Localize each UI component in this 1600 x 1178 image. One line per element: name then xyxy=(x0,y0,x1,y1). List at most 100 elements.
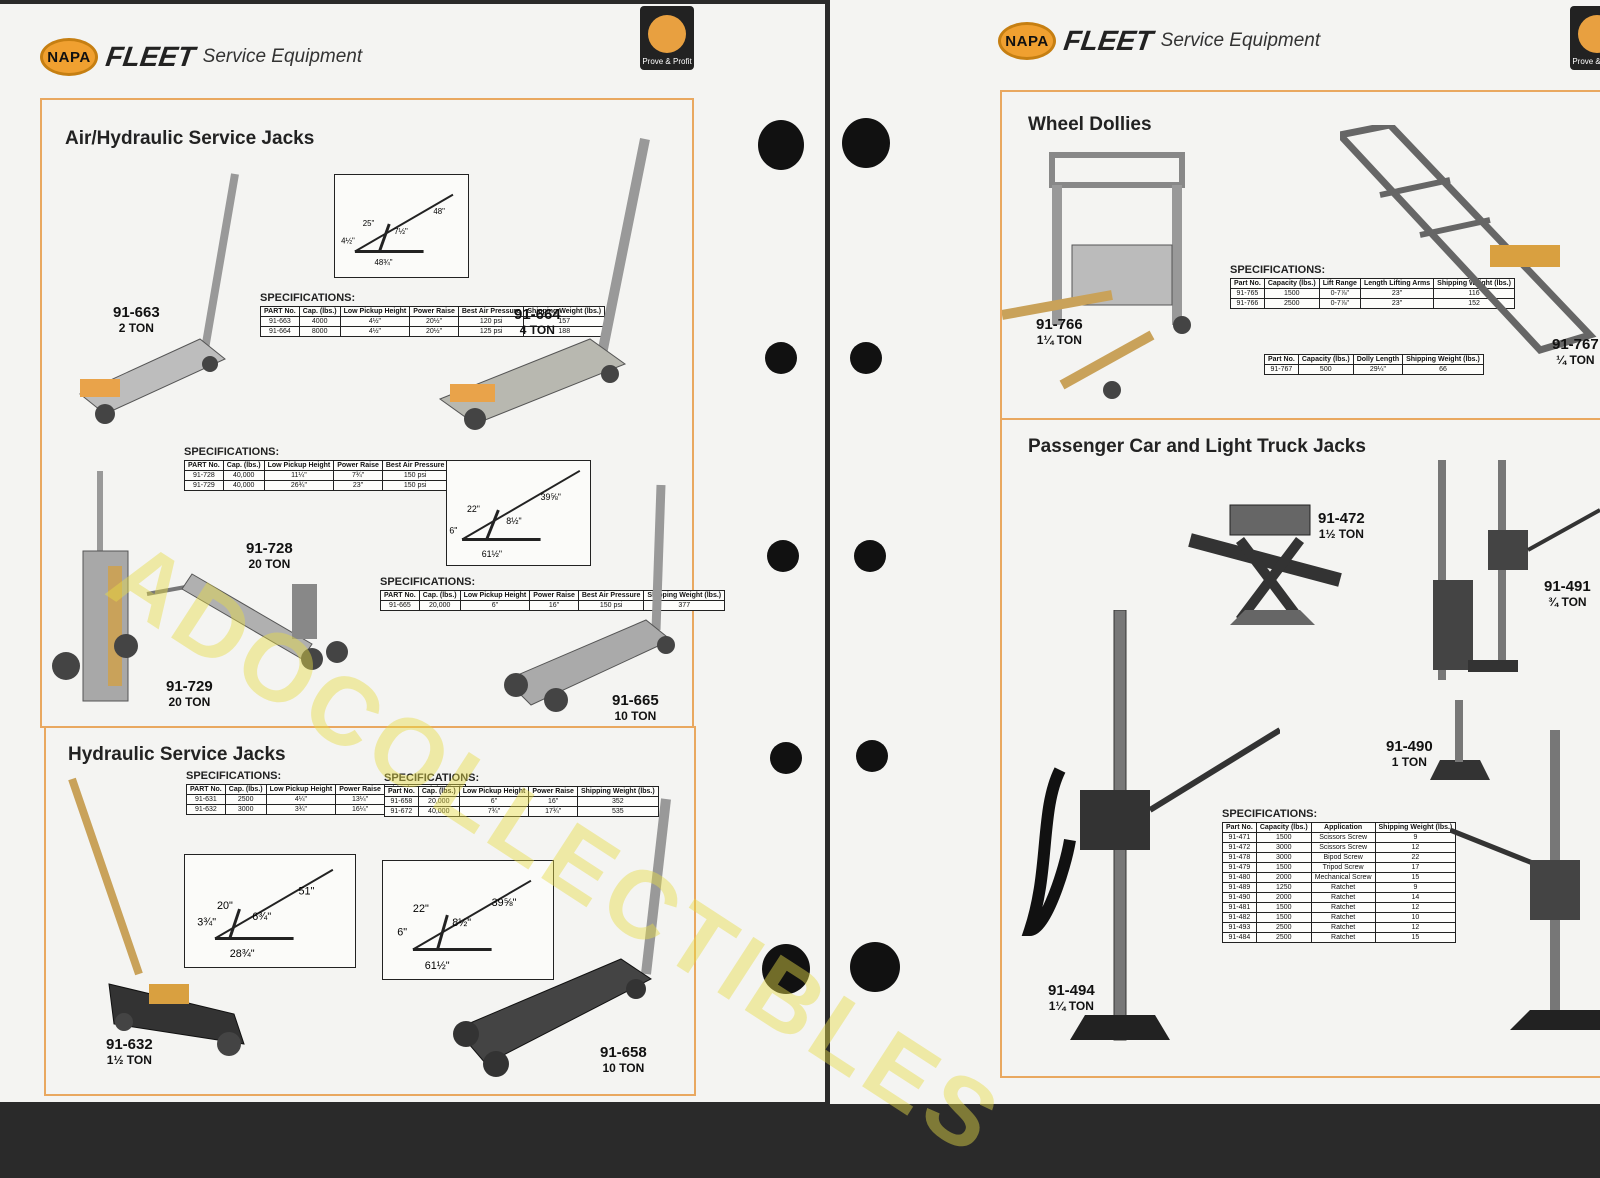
table-cell: 17 xyxy=(1374,862,1457,873)
table-cell: 23" xyxy=(1359,298,1435,309)
table-cell: 16" xyxy=(529,600,579,611)
jack-91-665-image xyxy=(504,484,675,712)
jack-91-658-image xyxy=(453,798,671,1077)
dimension-diagram-658: 22" 8½" 6" 39⅝" 61½" xyxy=(382,860,554,980)
table-cell: 20½" xyxy=(409,326,459,337)
table-cell: 4¼" xyxy=(265,794,337,805)
hydraulic-panel xyxy=(44,726,696,1096)
table-cell: 2500 xyxy=(1255,922,1312,933)
diag2-dim-b: 8½" xyxy=(506,516,521,526)
prove-profit-badge: Prove & Profit xyxy=(640,6,694,70)
table-cell: 10 xyxy=(1374,912,1457,923)
part-label-91-472: 91-472 1½ TON xyxy=(1318,510,1365,541)
table-cell: 6" xyxy=(459,600,531,611)
table-cell: 91-665 xyxy=(380,600,420,611)
diag2-dim-e: 61½" xyxy=(482,549,502,559)
dimension-diagram-663: 25" 7½" 4½" 48" 48¾" xyxy=(334,174,469,278)
table-cell: Scissors Screw xyxy=(1310,832,1376,843)
napa-logo: NAPA xyxy=(998,22,1056,60)
binder-hole xyxy=(758,120,804,170)
header-subtitle: Service Equipment xyxy=(202,46,363,67)
diag3-dim-a: 20" xyxy=(217,900,233,912)
table-cell: 66 xyxy=(1402,364,1484,375)
table-cell: 91-766 xyxy=(1230,298,1265,309)
table-cell: 91-728 xyxy=(184,470,224,481)
spec-label-dollies: SPECIFICATIONS: xyxy=(1230,264,1326,276)
table-cell: Ratchet xyxy=(1310,912,1376,923)
table-cell: 91-481 xyxy=(1222,902,1257,913)
wheel-dollies-title: Wheel Dollies xyxy=(1028,114,1152,135)
diag4-dim-e: 61½" xyxy=(425,960,450,972)
binder-hole xyxy=(850,942,900,992)
binder-hole xyxy=(854,540,886,572)
binder-hole xyxy=(850,342,882,374)
table-cell: 14 xyxy=(1374,892,1457,903)
table-header-cell: Shipping Weight (lbs.) xyxy=(1374,822,1457,833)
napa-logo: NAPA xyxy=(40,38,98,76)
diag2-dim-a: 22" xyxy=(467,504,480,514)
table-header-cell: Low Pickup Height xyxy=(265,784,337,795)
binder-hole xyxy=(856,740,888,772)
table-cell: 150 psi xyxy=(381,480,449,491)
table-cell: Ratchet xyxy=(1310,892,1376,903)
table-header-cell: PART No. xyxy=(260,306,300,317)
table-header-cell: Part No. xyxy=(1230,278,1265,289)
part-label-91-728: 91-728 20 TON xyxy=(246,540,293,571)
table-cell: 3¾" xyxy=(265,804,337,815)
table-cell: 91-480 xyxy=(1222,872,1257,883)
table-cell: 91-663 xyxy=(260,316,300,327)
table-cell: 1500 xyxy=(1255,832,1312,843)
diag4-dim-d: 39⅝" xyxy=(492,897,517,909)
table-cell: 15 xyxy=(1374,932,1457,943)
table-cell: Mechanical Screw xyxy=(1310,872,1376,883)
table-cell: 535 xyxy=(576,806,659,817)
binder-hole xyxy=(770,742,802,774)
jack-91-490-base-image xyxy=(1430,700,1490,780)
table-header-cell: Capacity (lbs.) xyxy=(1297,354,1354,365)
table-header-cell: Part No. xyxy=(1222,822,1257,833)
spec-label-658: SPECIFICATIONS: xyxy=(384,772,480,784)
table-header-cell: Part No. xyxy=(384,786,419,797)
part-label-91-491: 91-491 ¾ TON xyxy=(1544,578,1591,609)
table-cell: 150 psi xyxy=(381,470,449,481)
table-cell: 91-482 xyxy=(1222,912,1257,923)
jack-91-664-image xyxy=(438,138,650,430)
table-cell: 16¼" xyxy=(335,804,385,815)
diag3-dim-b: 6¾" xyxy=(252,911,271,923)
fleet-wordmark: FLEET xyxy=(103,41,197,72)
table-cell: 1250 xyxy=(1255,882,1312,893)
table-cell: Tripod Screw xyxy=(1310,862,1376,873)
passenger-jacks-title: Passenger Car and Light Truck Jacks xyxy=(1028,436,1366,457)
binder-hole xyxy=(767,540,799,572)
table-header-cell: Dolly Length xyxy=(1352,354,1404,365)
table-cell: Scissors Screw xyxy=(1310,842,1376,853)
table-cell: 3000 xyxy=(1255,842,1312,853)
table-cell: 4½" xyxy=(339,316,411,327)
table-cell: 26¾" xyxy=(263,480,335,491)
part-label-91-664: 91-664 4 TON xyxy=(514,306,561,337)
table-cell: 12 xyxy=(1374,902,1457,913)
table-cell: 7¾" xyxy=(333,470,383,481)
table-cell: Ratchet xyxy=(1310,922,1376,933)
table-cell: Ratchet xyxy=(1310,882,1376,893)
part-label-91-494: 91-494 1¼ TON xyxy=(1048,982,1095,1013)
table-header-cell: Capacity (lbs.) xyxy=(1263,278,1320,289)
table-cell: Ratchet xyxy=(1310,932,1376,943)
spec-label-728: SPECIFICATIONS: xyxy=(184,446,280,458)
table-cell: 91-478 xyxy=(1222,852,1257,863)
jack-91-472-image xyxy=(1188,504,1342,625)
table-cell: 91-672 xyxy=(384,806,419,817)
